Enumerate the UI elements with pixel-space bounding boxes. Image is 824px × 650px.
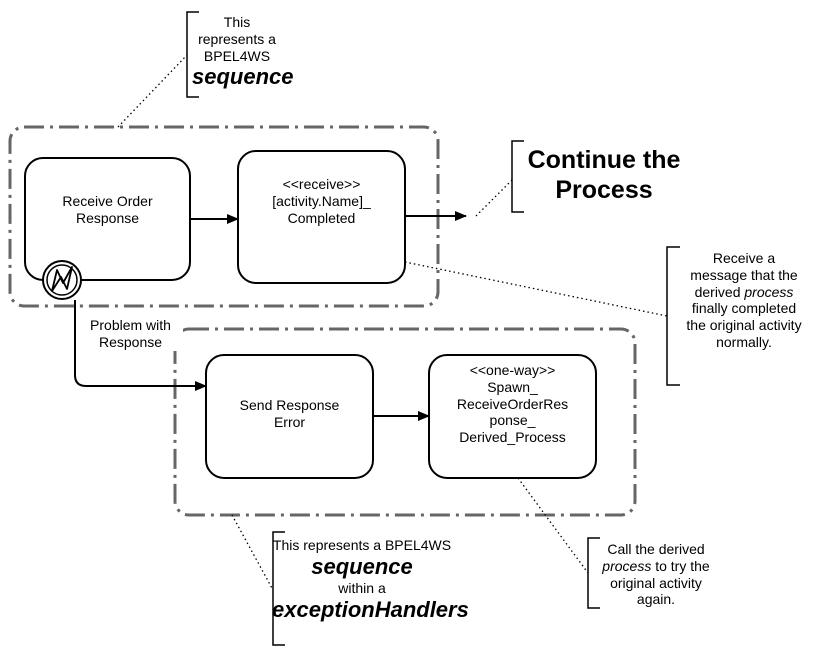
- assoc-call-annotation: [517, 477, 589, 574]
- task-label-line: ReceiveOrderRes: [456, 395, 569, 412]
- call-annotation-line: original activity: [610, 574, 702, 591]
- top-annotation-bracket: [186, 11, 199, 98]
- task-label-line: Send Response: [239, 397, 340, 413]
- receive-completed-label: <<receive>> [activity.Name]_ Completed: [238, 176, 405, 226]
- task-label-line: Error: [273, 413, 306, 430]
- top-annotation-line: This represents a: [198, 14, 276, 47]
- right-annotation-bracket: [666, 246, 680, 386]
- call-annotation-italic: process: [602, 557, 652, 574]
- task-label-line: Receive Order: [62, 193, 153, 209]
- task-label-line: Response: [75, 209, 140, 226]
- right-annotation-line: message that the: [690, 266, 798, 283]
- call-annotation-text: Call the derived process to try the orig…: [590, 541, 722, 608]
- call-annotation-fragment: to try the: [651, 557, 710, 574]
- continue-line: Process: [555, 176, 653, 204]
- call-annotation-line: Call the derived: [607, 541, 705, 557]
- right-annotation-text: Receive a message that the derived proce…: [664, 250, 824, 351]
- receive-order-label: Receive Order Response: [25, 193, 190, 227]
- top-annotation-sequence: sequence: [192, 64, 294, 90]
- bottom-annotation-line: This represents a BPEL4WS: [272, 537, 452, 553]
- exception-label: Problem with Response: [78, 317, 183, 351]
- call-annotation-line: process to try the: [590, 558, 722, 575]
- continue-process-label: Continue the Process: [512, 145, 696, 205]
- exception-label-line: Response: [98, 333, 163, 350]
- assoc-continue: [475, 179, 513, 217]
- right-annotation-fragment: derived: [694, 283, 745, 300]
- top-annotation-line: BPEL4WS: [203, 47, 271, 64]
- task-label-line: <<receive>>: [282, 176, 361, 192]
- error-event-icon: [42, 260, 82, 300]
- continue-bracket: [511, 140, 524, 213]
- exception-label-line: Problem with: [90, 317, 171, 333]
- right-annotation-line: normally.: [716, 333, 772, 350]
- assoc-top-annotation: [117, 54, 188, 128]
- top-annotation-text: This represents a BPEL4WS sequence: [192, 14, 294, 91]
- call-annotation-line: again.: [636, 591, 676, 608]
- bottom-annotation-line: within a: [338, 580, 386, 597]
- spawn-label: <<one-way>> Spawn_ ReceiveOrderRes ponse…: [429, 362, 596, 446]
- bottom-annotation-sequence: sequence: [311, 553, 413, 579]
- right-annotation-italic: process: [744, 283, 794, 300]
- right-annotation-line: derived process: [664, 284, 824, 301]
- task-label-line: [activity.Name]_: [272, 192, 371, 209]
- task-label-line: ponse_: [489, 412, 536, 429]
- continue-line: Continue the: [527, 146, 681, 174]
- assoc-bottom-annotation: [231, 514, 274, 591]
- flow-exception-to-send: [74, 300, 207, 391]
- task-label-line: Spawn_: [487, 378, 538, 395]
- right-annotation-line: Receive a: [712, 250, 776, 266]
- task-label-line: Derived_Process: [459, 429, 566, 446]
- right-annotation-line: the original activity: [686, 317, 802, 334]
- bottom-annotation-bracket: [272, 531, 285, 646]
- right-annotation-line: finally completed: [691, 300, 797, 317]
- task-label-line: <<one-way>>: [469, 362, 556, 378]
- exception-sequence-group-frame: [173, 327, 637, 517]
- assoc-right-annotation: [404, 261, 668, 317]
- bottom-annotation-text: This represents a BPEL4WS sequence withi…: [272, 537, 469, 623]
- bottom-annotation-exception-handlers: exceptionHandlers: [272, 596, 469, 622]
- task-label-line: Completed: [287, 209, 356, 226]
- send-error-label: Send Response Error: [206, 397, 373, 431]
